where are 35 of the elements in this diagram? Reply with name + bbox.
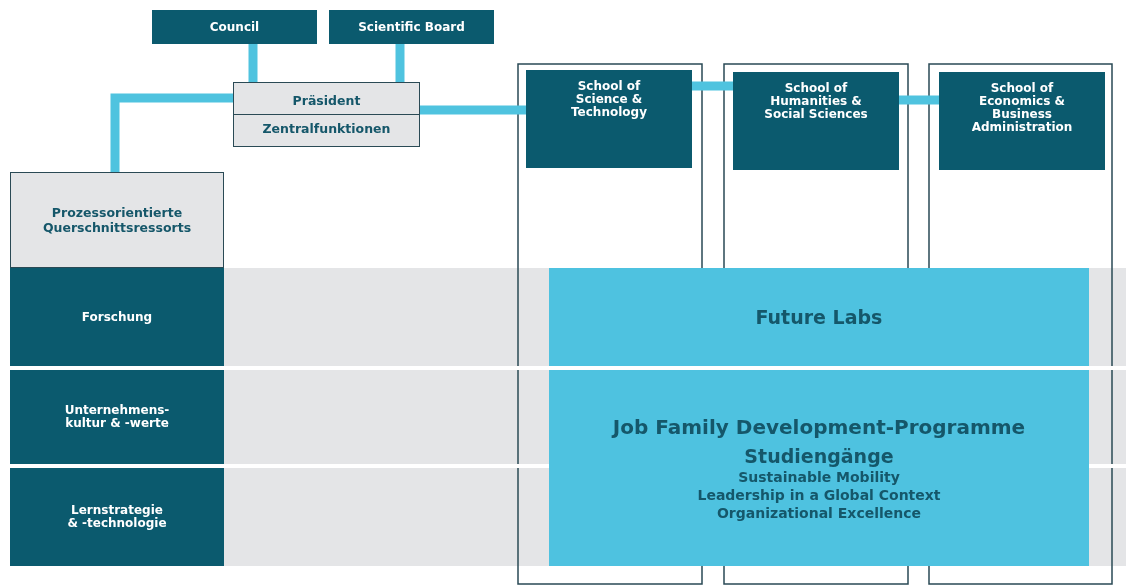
connector-line bbox=[420, 105, 526, 115]
connector-line bbox=[248, 44, 258, 82]
box-label: Job Family Development-Programme bbox=[612, 414, 1026, 439]
org-box bbox=[233, 82, 420, 147]
org-box bbox=[10, 172, 224, 268]
org-box bbox=[152, 10, 317, 44]
box-label: Leadership in a Global Context bbox=[697, 485, 941, 504]
org-box bbox=[939, 72, 1105, 170]
box-label: Future Labs bbox=[755, 305, 883, 329]
box-label: Forschung bbox=[81, 310, 153, 324]
connector-line bbox=[899, 95, 939, 105]
org-box bbox=[526, 70, 692, 168]
org-box bbox=[329, 10, 494, 44]
connector-line bbox=[692, 81, 733, 91]
box-label: Prozessorientierte Querschnittsressorts bbox=[41, 205, 193, 235]
box-label: Sustainable Mobility bbox=[738, 467, 900, 486]
org-box bbox=[10, 268, 224, 366]
org-box bbox=[10, 468, 224, 566]
program-box bbox=[549, 370, 1089, 566]
org-box bbox=[10, 370, 224, 464]
org-box bbox=[733, 72, 899, 170]
box-label: Lernstrategie & -technologie bbox=[66, 504, 168, 530]
box-label: School of Humanities & Social Sciences bbox=[763, 82, 869, 121]
box-label: School of Economics & Business Administration bbox=[970, 82, 1074, 134]
box-label: Zentralfunktionen bbox=[234, 114, 419, 142]
connector-line bbox=[395, 44, 405, 82]
box-label: School of Science & Technology bbox=[570, 80, 648, 119]
box-label: Studiengänge bbox=[744, 444, 894, 468]
box-label: Scientific Board bbox=[358, 20, 465, 34]
box-label: Unternehmens- kultur & -werte bbox=[63, 404, 171, 430]
box-label: Präsident bbox=[291, 92, 362, 110]
connector-line bbox=[110, 93, 233, 172]
program-box bbox=[549, 268, 1089, 366]
box-label: Council bbox=[209, 20, 260, 34]
box-label: Organizational Excellence bbox=[716, 503, 922, 522]
